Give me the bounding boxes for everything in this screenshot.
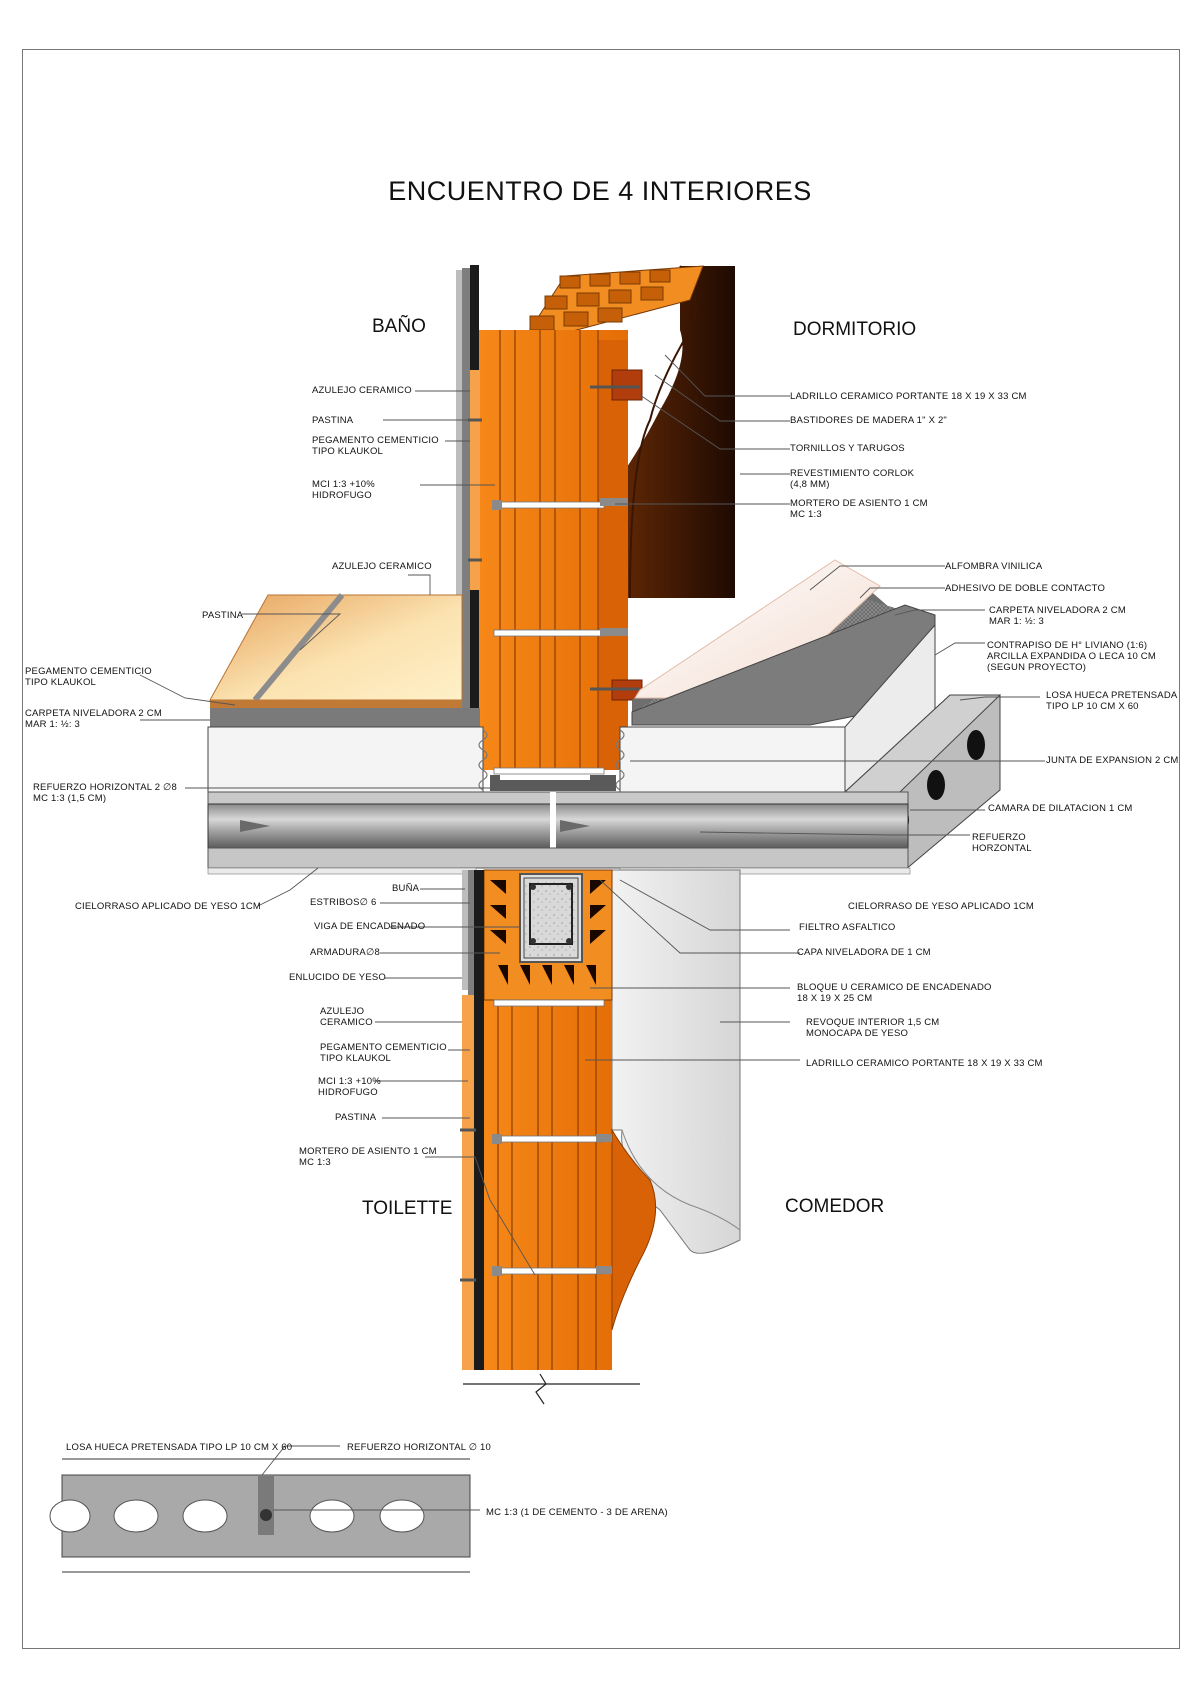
label-pastina: PASTINA: [312, 415, 354, 426]
label-azulejo-ceramico-floor: AZULEJO CERAMICO: [332, 561, 432, 572]
upper-wall: [456, 265, 735, 775]
room-bano: BAÑO: [372, 316, 426, 337]
label-refuerzo-horizontal-left: REFUERZO HORIZONTAL 2 ∅8 MC 1:3 (1,5 CM): [33, 782, 177, 804]
label-losa-hueca: LOSA HUECA PRETENSADA TIPO LP 10 CM X 60: [1046, 690, 1178, 712]
label-bastidores: BASTIDORES DE MADERA 1" X 2": [790, 415, 947, 426]
label-mci-lower: MCI 1:3 +10% HIDROFUGO: [318, 1076, 381, 1098]
label-refuerzo-horizontal-right: REFUERZO HORZONTAL: [972, 832, 1032, 854]
label-viga-encadenado: VIGA DE ENCADENADO: [314, 921, 426, 932]
hollow-core: [207, 803, 909, 849]
label-losa-detail: LOSA HUECA PRETENSADA TIPO LP 10 CM X 60: [66, 1442, 293, 1453]
label-carpeta-niveladora-right: CARPETA NIVELADORA 2 CM MAR 1: ½: 3: [989, 605, 1126, 627]
label-carpeta-niveladora-left: CARPETA NIVELADORA 2 CM MAR 1: ½: 3: [25, 708, 162, 730]
slab: [207, 623, 1002, 875]
label-contrapiso: CONTRAPISO DE H° LIVIANO (1:6) ARCILLA E…: [987, 640, 1156, 673]
label-pegamento-floor: PEGAMENTO CEMENTICIO TIPO KLAUKOL: [25, 666, 152, 688]
label-fieltro-asfaltico: FIELTRO ASFALTICO: [799, 922, 896, 933]
label-enlucido-yeso: ENLUCIDO DE YESO: [289, 972, 386, 983]
label-azulejo-ceramico-lower: AZULEJO CERAMICO: [320, 1006, 373, 1028]
corlok-panel: [560, 266, 735, 598]
label-cielorraso-left: CIELORRASO APLICADO DE YESO 1CM: [75, 901, 262, 912]
label-mc-detail: MC 1:3 (1 DE CEMENTO - 3 DE ARENA): [486, 1507, 668, 1518]
label-azulejo-ceramico: AZULEJO CERAMICO: [312, 385, 412, 396]
label-mortero-lower: MORTERO DE ASIENTO 1 CM MC 1:3: [299, 1146, 437, 1168]
label-cielorraso-right: CIELORRASO DE YESO APLICADO 1CM: [848, 901, 1035, 912]
wall-tile-upper: [470, 370, 480, 590]
label-pastina-floor: PASTINA: [202, 610, 244, 621]
room-toilette: TOILETTE: [362, 1198, 453, 1219]
room-dormitorio: DORMITORIO: [793, 319, 917, 340]
drawing-frame: [22, 49, 1180, 1649]
label-revoque-interior: REVOQUE INTERIOR 1,5 CM MONOCAPA DE YESO: [806, 1017, 940, 1039]
label-camara-dilatacion: CAMARA DE DILATACION 1 CM: [988, 803, 1133, 814]
lower-wall: [460, 869, 741, 1405]
label-capa-niveladora: CAPA NIVELADORA DE 1 CM: [797, 947, 931, 958]
label-ladrillo-portante-lower: LADRILLO CERAMICO PORTANTE 18 X 19 X 33 …: [806, 1058, 1043, 1069]
label-buna: BUÑA: [392, 883, 420, 894]
wall-tile-lower: [462, 995, 474, 1370]
label-pegamento-lower: PEGAMENTO CEMENTICIO TIPO KLAUKOL: [320, 1042, 447, 1064]
label-junta-expansion: JUNTA DE EXPANSION 2 CM: [1046, 755, 1179, 766]
label-adhesivo: ADHESIVO DE DOBLE CONTACTO: [945, 583, 1106, 594]
label-pegamento-cementicio: PEGAMENTO CEMENTICIO TIPO KLAUKOL: [312, 435, 439, 457]
label-refuerzo-10: REFUERZO HORIZONTAL ∅ 10: [347, 1442, 491, 1453]
label-tornillos: TORNILLOS Y TARUGOS: [790, 443, 905, 454]
bano-floor: [209, 593, 480, 727]
label-mortero-asiento: MORTERO DE ASIENTO 1 CM MC 1:3: [790, 498, 928, 520]
slab-section-detail: [49, 1458, 471, 1573]
wood-battens: [611, 369, 643, 401]
label-alfombra-vinilica: ALFOMBRA VINILICA: [945, 561, 1043, 572]
label-bloque-u: BLOQUE U CERAMICO DE ENCADENADO 18 X 19 …: [797, 982, 992, 1004]
room-comedor: COMEDOR: [785, 1196, 885, 1217]
label-corlok: REVESTIMIENTO CORLOK (4,8 MM): [790, 468, 915, 490]
leader-lines: [139, 354, 1045, 1511]
label-armadura: ARMADURA∅8: [310, 947, 380, 958]
label-estribos: ESTRIBOS∅ 6: [310, 897, 377, 908]
label-mci-hidrofugo: MCI 1:3 +10% HIDROFUGO: [312, 479, 375, 501]
label-pastina-lower: PASTINA: [335, 1112, 377, 1123]
label-ladrillo-portante: LADRILLO CERAMICO PORTANTE 18 X 19 X 33 …: [790, 391, 1027, 402]
dormitorio-floor: [631, 559, 936, 726]
bond-beam: [523, 877, 579, 959]
drawing-title: ENCUENTRO DE 4 INTERIORES: [388, 176, 812, 206]
